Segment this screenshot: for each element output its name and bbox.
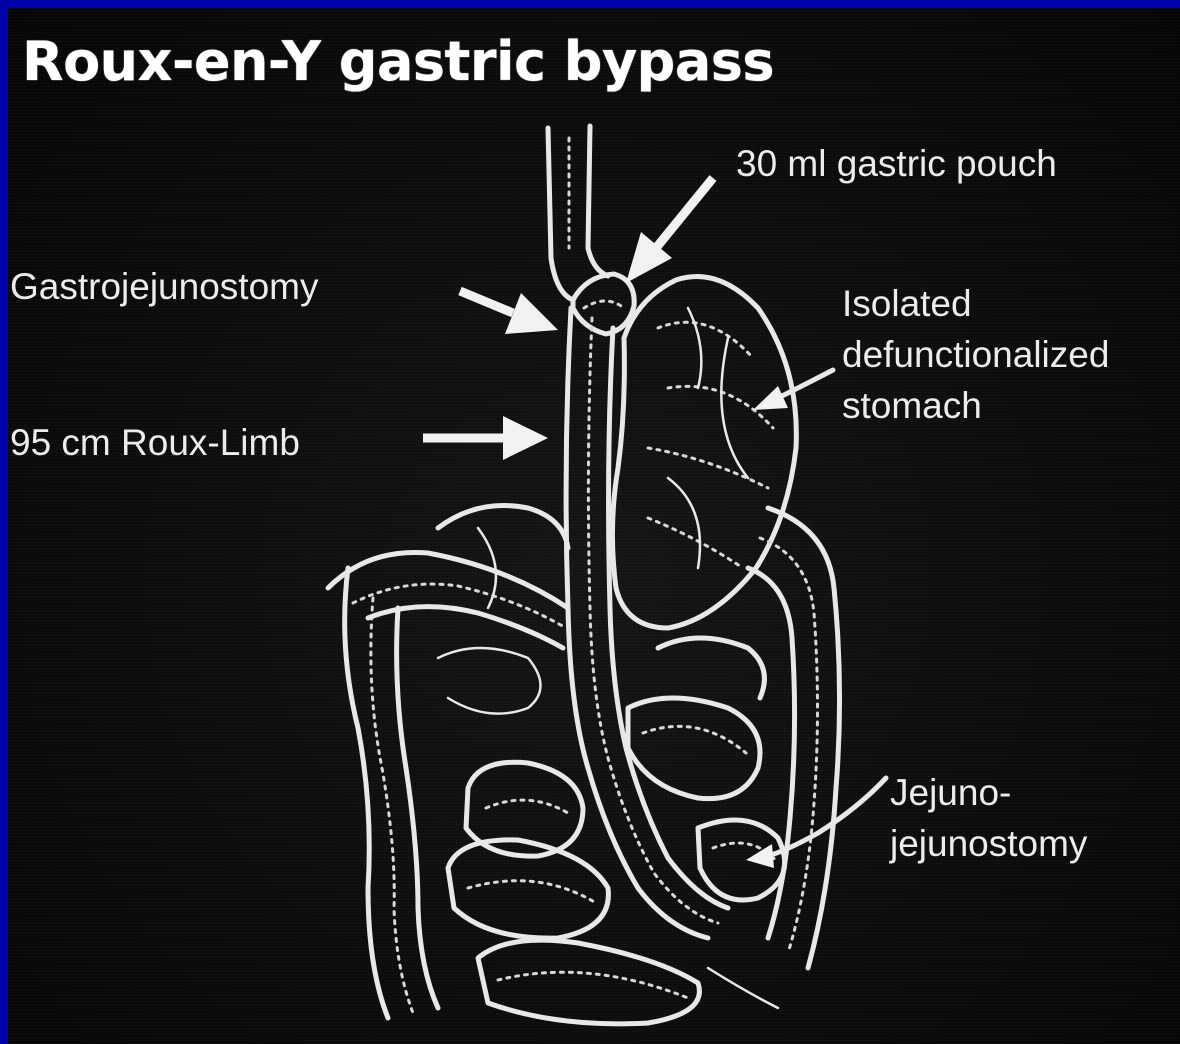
arrow-jejunojejunostomy bbox=[746, 778, 886, 868]
label-jejuno-line-2: jejunostomy bbox=[890, 819, 1087, 869]
page-title: Roux-en-Y gastric bypass bbox=[22, 30, 774, 93]
slide: Roux-en-Y gastric bypass 30 ml gastric p… bbox=[8, 8, 1180, 1044]
label-isolated-line-2: defunctionalized bbox=[842, 330, 1109, 380]
arrow-gastrojejunostomy bbox=[460, 291, 558, 334]
label-roux-limb: 95 cm Roux-Limb bbox=[10, 418, 300, 468]
isolated-stomach bbox=[612, 277, 796, 629]
esophagus bbox=[548, 126, 608, 300]
label-isolated-line-3: stomach bbox=[842, 381, 982, 431]
label-gastrojejunostomy: Gastrojejunostomy bbox=[10, 262, 318, 312]
arrow-roux-limb bbox=[423, 416, 548, 460]
label-isolated-line-1: Isolated bbox=[842, 279, 972, 329]
label-gastric-pouch: 30 ml gastric pouch bbox=[736, 139, 1057, 189]
label-jejuno-line-1: Jejuno- bbox=[890, 768, 1011, 818]
arrow-gastric-pouch bbox=[626, 178, 713, 283]
gastric-pouch bbox=[573, 274, 634, 334]
